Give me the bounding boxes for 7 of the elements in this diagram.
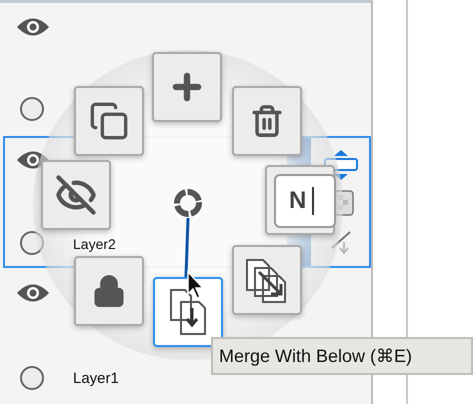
selection-line bbox=[184, 218, 190, 278]
center-ring bbox=[173, 188, 203, 218]
merge-button bbox=[153, 277, 223, 347]
tooltip-text: Merge With Below (⌘E) bbox=[219, 344, 412, 368]
layer-name: Layer1 bbox=[73, 369, 119, 389]
field-letter: N bbox=[289, 186, 306, 216]
layer-name: Layer2 bbox=[73, 237, 116, 252]
